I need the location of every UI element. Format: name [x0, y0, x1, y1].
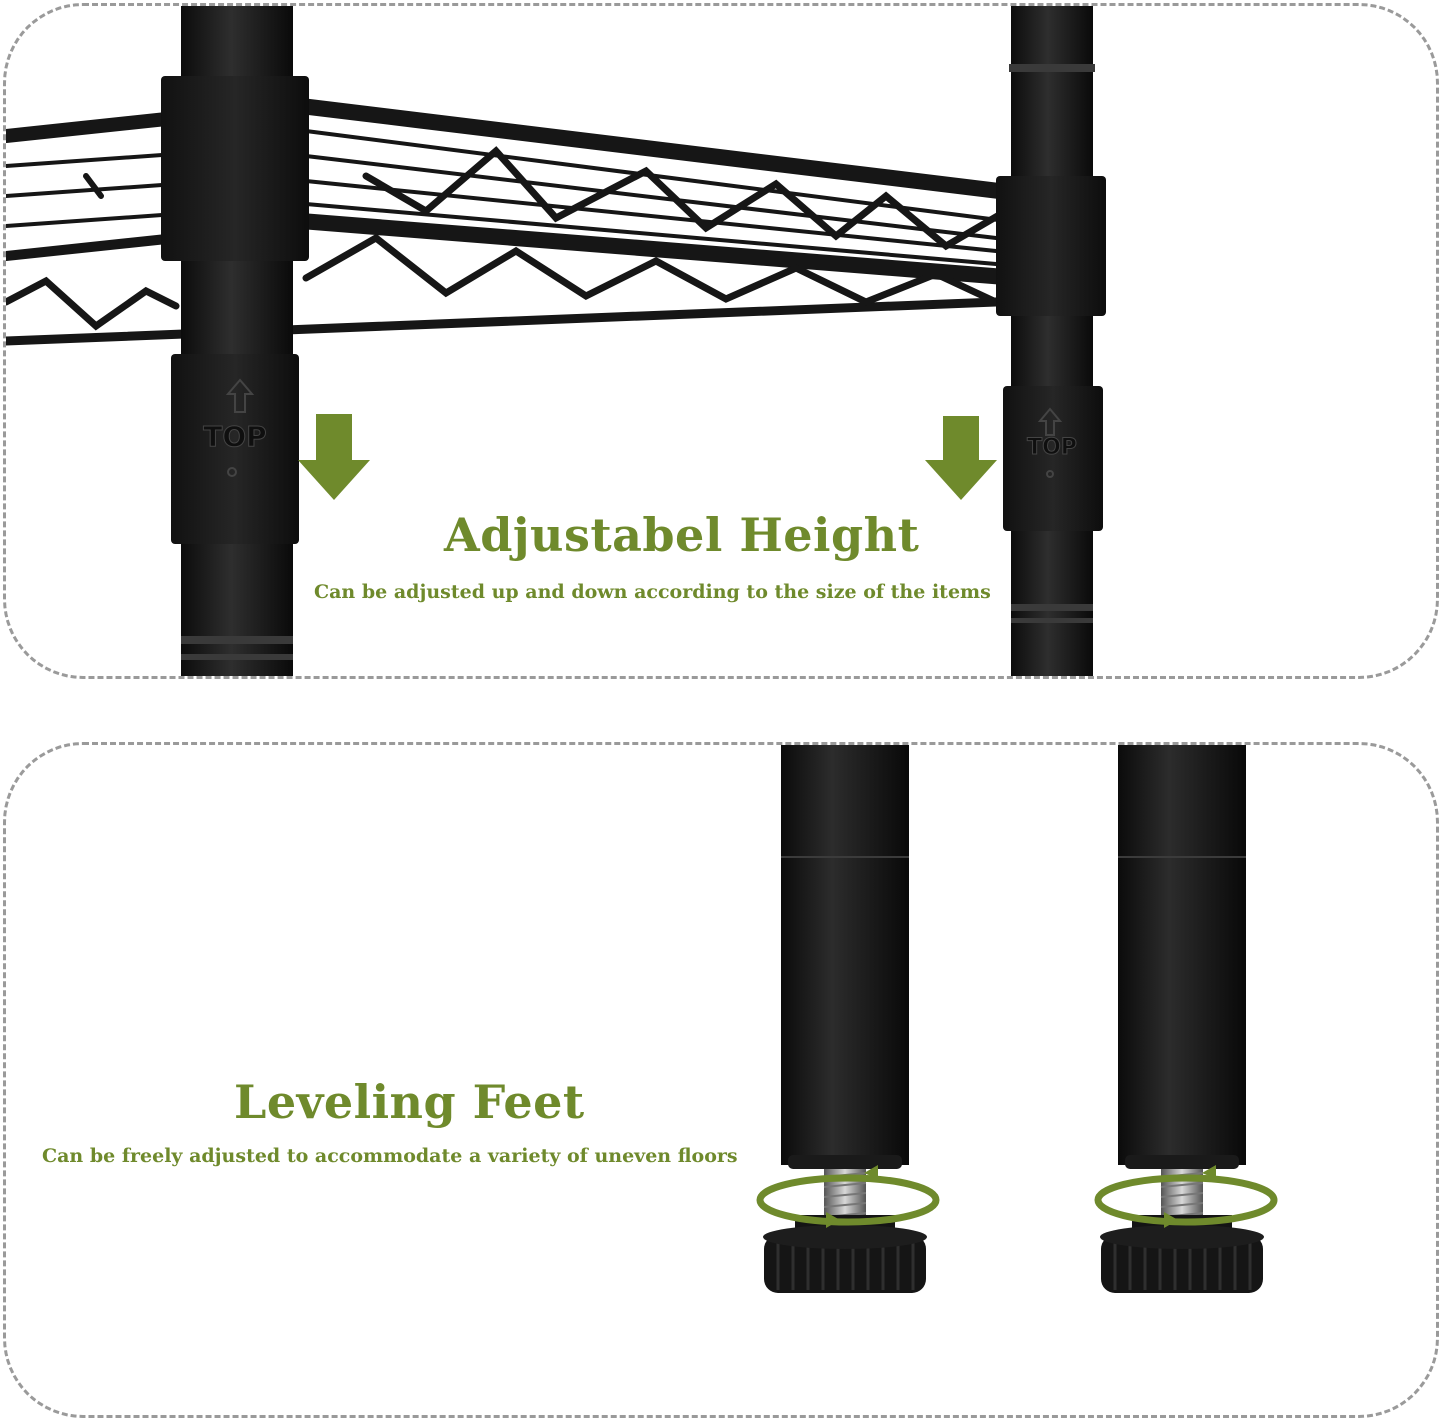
adjustable-height-panel: TOP TOP Adjustabel Height Can be adjuste…: [3, 3, 1439, 679]
shelf-pole-illustration: TOP TOP: [6, 6, 1106, 676]
pole-marking-left: TOP: [203, 420, 266, 453]
up-arrow-icon: [225, 378, 255, 413]
adjustable-height-description: Can be adjusted up and down according to…: [314, 581, 991, 603]
rotate-arrow-icon: [1094, 1174, 1278, 1226]
left-leg: [756, 745, 940, 1293]
up-arrow-icon: [1037, 407, 1063, 436]
left-pole: TOP: [161, 6, 309, 676]
pole-marking-right: TOP: [1027, 435, 1077, 460]
leveling-feet-panel: Leveling Feet Can be freely adjusted to …: [3, 742, 1439, 1418]
down-arrow-icon: [925, 416, 997, 500]
down-arrow-icon: [298, 414, 370, 500]
rotate-arrow-icon: [756, 1174, 940, 1226]
adjustable-height-title: Adjustabel Height: [444, 508, 920, 562]
right-pole: TOP: [996, 6, 1106, 676]
right-leg: [1094, 745, 1278, 1293]
wire-shelf: [6, 98, 1089, 346]
leveling-feet-description: Can be freely adjusted to accommodate a …: [42, 1145, 738, 1167]
leveling-feet-title: Leveling Feet: [234, 1075, 585, 1129]
leveling-feet-illustration: [756, 745, 1278, 1293]
